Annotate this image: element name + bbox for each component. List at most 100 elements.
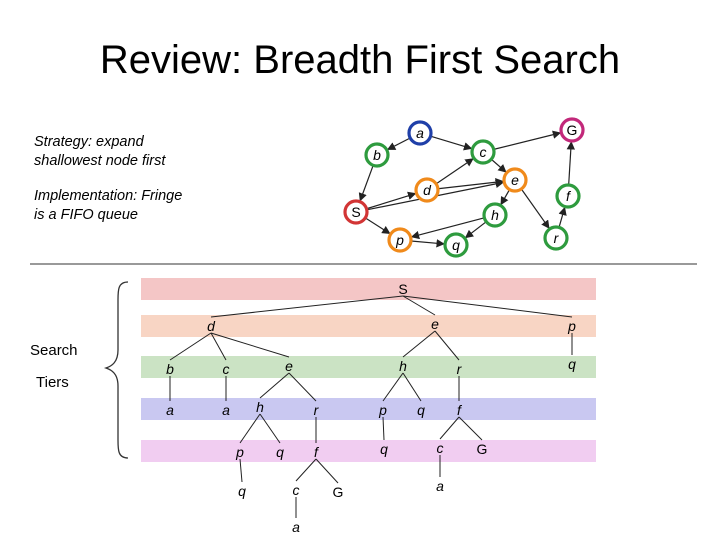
tree-edge-p2-q4: [382, 416, 385, 441]
tree-edges: [169, 295, 573, 518]
graph-node-label-S: S: [351, 204, 360, 220]
tree-node-e: e: [431, 316, 439, 332]
graph-edge-S-d: [366, 191, 417, 210]
tree-node-q4: q: [380, 441, 388, 457]
tier-band-2: [141, 356, 596, 378]
tree-edge-d-c1: [210, 332, 227, 361]
tree-node-a3: a: [436, 478, 444, 494]
graph-node-label-b: b: [373, 147, 381, 163]
tree-node-r1: r: [457, 361, 463, 377]
tier-band-4: [141, 440, 596, 462]
slide-title: Review: Breadth First Search: [99, 38, 621, 82]
tier-brace: [103, 281, 129, 459]
implementation-line-1: Implementation: Fringe: [34, 188, 183, 204]
tree-node-q1: q: [568, 356, 576, 372]
graph-edge-d-c: [435, 158, 474, 185]
tree-node-h1: h: [399, 358, 407, 374]
graph-node-label-G: G: [567, 122, 578, 138]
graph-node-G: G: [559, 117, 585, 143]
graph-node-S: S: [343, 199, 369, 225]
tree-node-f2: f: [314, 444, 320, 460]
tree-node-p3: p: [235, 444, 244, 460]
tree-edge-f1-c2: [439, 416, 460, 440]
graph-node-f: f: [555, 183, 581, 209]
tree-edge-e-r1: [434, 330, 460, 361]
tree-node-d: d: [207, 318, 216, 334]
tree-node-c3: c: [293, 482, 300, 498]
graph-node-label-f: f: [566, 188, 572, 204]
tree-node-p2: p: [378, 402, 387, 418]
graph-node-h: h: [482, 202, 508, 228]
tree-node-a4: a: [292, 519, 300, 535]
implementation-line-2: is a FIFO queue: [34, 207, 138, 223]
tree-node-q2: q: [417, 402, 425, 418]
graph-edge-e-r: [520, 188, 550, 229]
graph-node-c: c: [470, 139, 496, 165]
graph-edge-r-f: [558, 206, 567, 228]
graph-edge-h-q: [464, 221, 487, 239]
tree-node-q3: q: [276, 444, 284, 460]
tree-node-a1: a: [166, 402, 174, 418]
tree-edge-S-p1: [402, 295, 573, 318]
graph-edge-b-S: [358, 165, 374, 202]
tree-node-S: S: [398, 281, 407, 297]
graph-node-a: a: [407, 120, 433, 146]
graph-node-label-e: e: [511, 172, 519, 188]
graph-node-b: b: [364, 142, 390, 168]
tree-edge-f2-G2: [315, 458, 339, 484]
strategy-line-1: Strategy: expand: [34, 134, 144, 150]
graph-edges: [358, 130, 576, 248]
graph-edge-a-b: [386, 137, 411, 151]
tree-edge-d-e2: [210, 332, 290, 358]
tier-band-1: [141, 315, 596, 337]
graph-node-p: p: [387, 227, 413, 253]
implementation-note: Implementation: Fringe is a FIFO queue: [34, 187, 182, 225]
tree-node-G2: G: [333, 484, 344, 500]
tree-node-b: b: [166, 361, 174, 377]
graph-node-label-p: p: [395, 232, 404, 248]
tier-band-0: [141, 278, 596, 300]
graph-node-q: q: [443, 232, 469, 258]
tree-edge-d-b: [169, 332, 212, 361]
tree-edge-S-d: [210, 295, 404, 318]
graph-node-e: e: [502, 167, 528, 193]
graph-edge-a-c: [430, 135, 473, 151]
tree-edge-e2-h2: [259, 372, 290, 399]
tree-edge-f1-G1: [458, 416, 483, 441]
graph-node-label-q: q: [452, 237, 460, 253]
tree-node-c2: c: [437, 440, 444, 456]
tree-node-G1: G: [477, 441, 488, 457]
tree-edge-h2-q3: [259, 413, 281, 444]
tree-node-a2: a: [222, 402, 230, 418]
graph-node-label-c: c: [480, 144, 487, 160]
graph-node-d: d: [414, 177, 440, 203]
tree-edge-h1-p2: [382, 372, 404, 402]
graph-edge-h-p: [410, 217, 485, 240]
tree-edge-p3-q5: [239, 458, 243, 483]
tree-edge-h1-q2: [402, 372, 422, 402]
tiers-label: Tiers: [36, 374, 69, 391]
graph-edge-c-G: [493, 130, 562, 150]
tree-node-q5: q: [238, 483, 246, 499]
search-label: Search: [30, 342, 78, 359]
tree-edge-e2-r2: [288, 372, 317, 402]
graph-edge-f-G: [566, 141, 576, 186]
graph-node-r: r: [543, 225, 569, 251]
tree-node-e2: e: [285, 358, 293, 374]
tree-node-p1: p: [567, 318, 576, 334]
tree-node-r2: r: [314, 402, 320, 418]
tree-node-h2: h: [256, 399, 264, 415]
graph-edge-p-q: [410, 239, 445, 248]
graph-edge-S-p: [364, 217, 391, 235]
tree-edge-e-h1: [402, 330, 436, 358]
tree-edge-S-e: [402, 295, 436, 316]
tree-edge-h2-p3: [239, 413, 261, 444]
graph-node-label-h: h: [491, 207, 499, 223]
graph-edge-d-e: [437, 178, 504, 190]
tree-edge-f2-c3: [295, 458, 317, 482]
graph-node-label-d: d: [423, 182, 432, 198]
tree-node-c1: c: [223, 361, 230, 377]
